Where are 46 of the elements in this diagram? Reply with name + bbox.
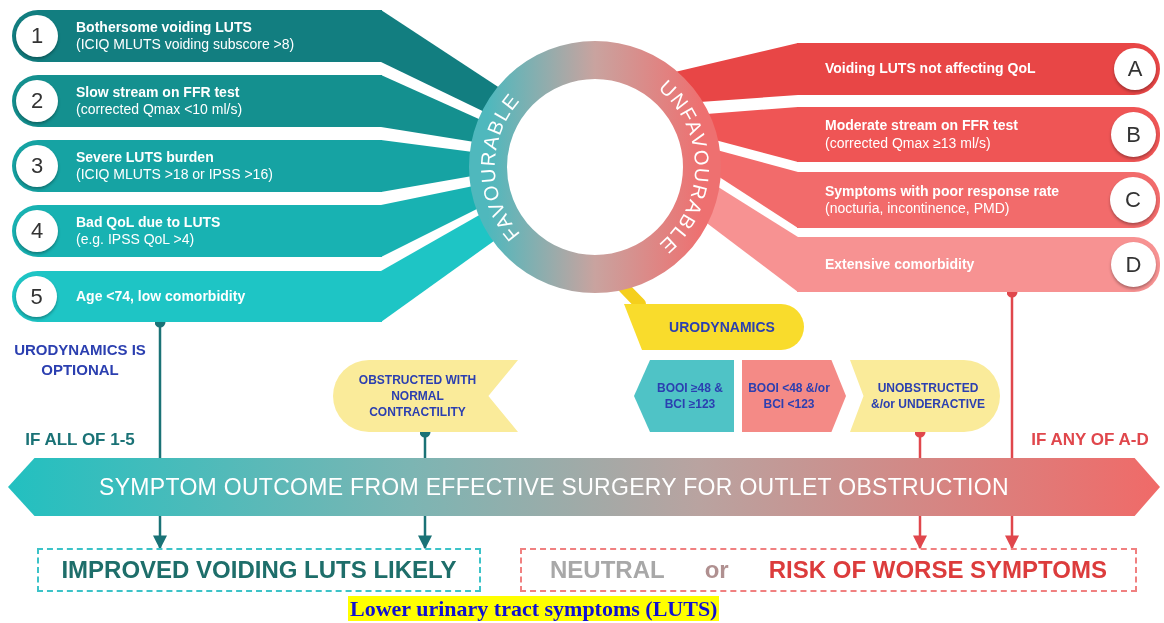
number-circle: C xyxy=(1110,177,1156,223)
criterion-heading: Age <74, low comorbidity xyxy=(76,287,247,306)
arrow xyxy=(153,516,167,550)
criterion-detail: (ICIQ MLUTS >18 or IPSS >16) xyxy=(76,166,274,184)
number-circle: 3 xyxy=(16,145,58,187)
arrow xyxy=(1005,516,1019,550)
number-circle: 1 xyxy=(16,15,58,57)
result-tag: UNOBSTRUCTED &/or UNDERACTIVE xyxy=(850,360,1000,432)
note-text: URODYNAMICS IS OPTIONAL xyxy=(13,340,147,379)
number-circle: A xyxy=(1114,48,1156,90)
outcome-box xyxy=(37,548,481,592)
criterion-detail: (corrected Qmax ≥13 ml/s) xyxy=(825,134,992,152)
number-circle: 5 xyxy=(16,276,57,317)
criterion-heading: Extensive comorbidity xyxy=(825,255,976,274)
number-circle: 2 xyxy=(16,80,58,122)
edge-label: IF ANY OF A-D xyxy=(1030,430,1150,450)
arrow xyxy=(913,516,927,550)
criterion-heading: Symptoms with poor response rate xyxy=(825,182,1061,200)
outcome-text: RISK OF WORSE SYMPTOMS xyxy=(768,556,1107,584)
caption: Lower urinary tract symptoms (LUTS) xyxy=(348,596,720,621)
result-flag: OBSTRUCTED WITH NORMAL CONTRACTILITY xyxy=(333,360,518,432)
criterion-heading: Bothersome voiding LUTS xyxy=(76,18,253,36)
criterion-heading: Voiding LUTS not affecting QoL xyxy=(825,60,1037,78)
outcome-box xyxy=(520,548,1137,592)
criterion-heading: Moderate stream on FFR test xyxy=(825,117,1019,135)
criterion-detail: (e.g. IPSS QoL >4) xyxy=(76,231,196,249)
criteria-tag: BOOI ≥48 & BCI ≥123 xyxy=(634,360,734,432)
number-circle: 4 xyxy=(16,210,58,252)
edge-label: IF ALL OF 1-5 xyxy=(24,430,136,450)
criterion-banner xyxy=(12,271,382,322)
criteria-tag: BOOI <48 &/or BCI <123 xyxy=(742,360,846,432)
number-circle: B xyxy=(1111,112,1156,157)
criterion-heading: Severe LUTS burden xyxy=(76,148,215,166)
outcome-banner: SYMPTOM OUTCOME FROM EFFECTIVE SURGERY FOR OUTLET OBSTRUCTION xyxy=(8,458,1160,516)
outcome-text: NEUTRAL xyxy=(550,556,665,584)
connector-word: or xyxy=(704,556,729,584)
arrow xyxy=(418,516,432,550)
urodynamics-tab: URODYNAMICS xyxy=(624,304,804,350)
criterion-detail: (nocturia, incontinence, PMD) xyxy=(825,200,1011,218)
number-circle: D xyxy=(1111,242,1156,287)
criterion-detail: (corrected Qmax <10 ml/s) xyxy=(76,101,244,119)
criterion-banner xyxy=(12,10,382,62)
criterion-heading: Bad QoL due to LUTS xyxy=(76,213,222,231)
outcome-text: IMPROVED VOIDING LUTS LIKELY xyxy=(61,556,457,584)
criterion-detail: (ICIQ MLUTS voiding subscore >8) xyxy=(76,36,296,54)
criterion-heading: Slow stream on FFR test xyxy=(76,83,241,101)
